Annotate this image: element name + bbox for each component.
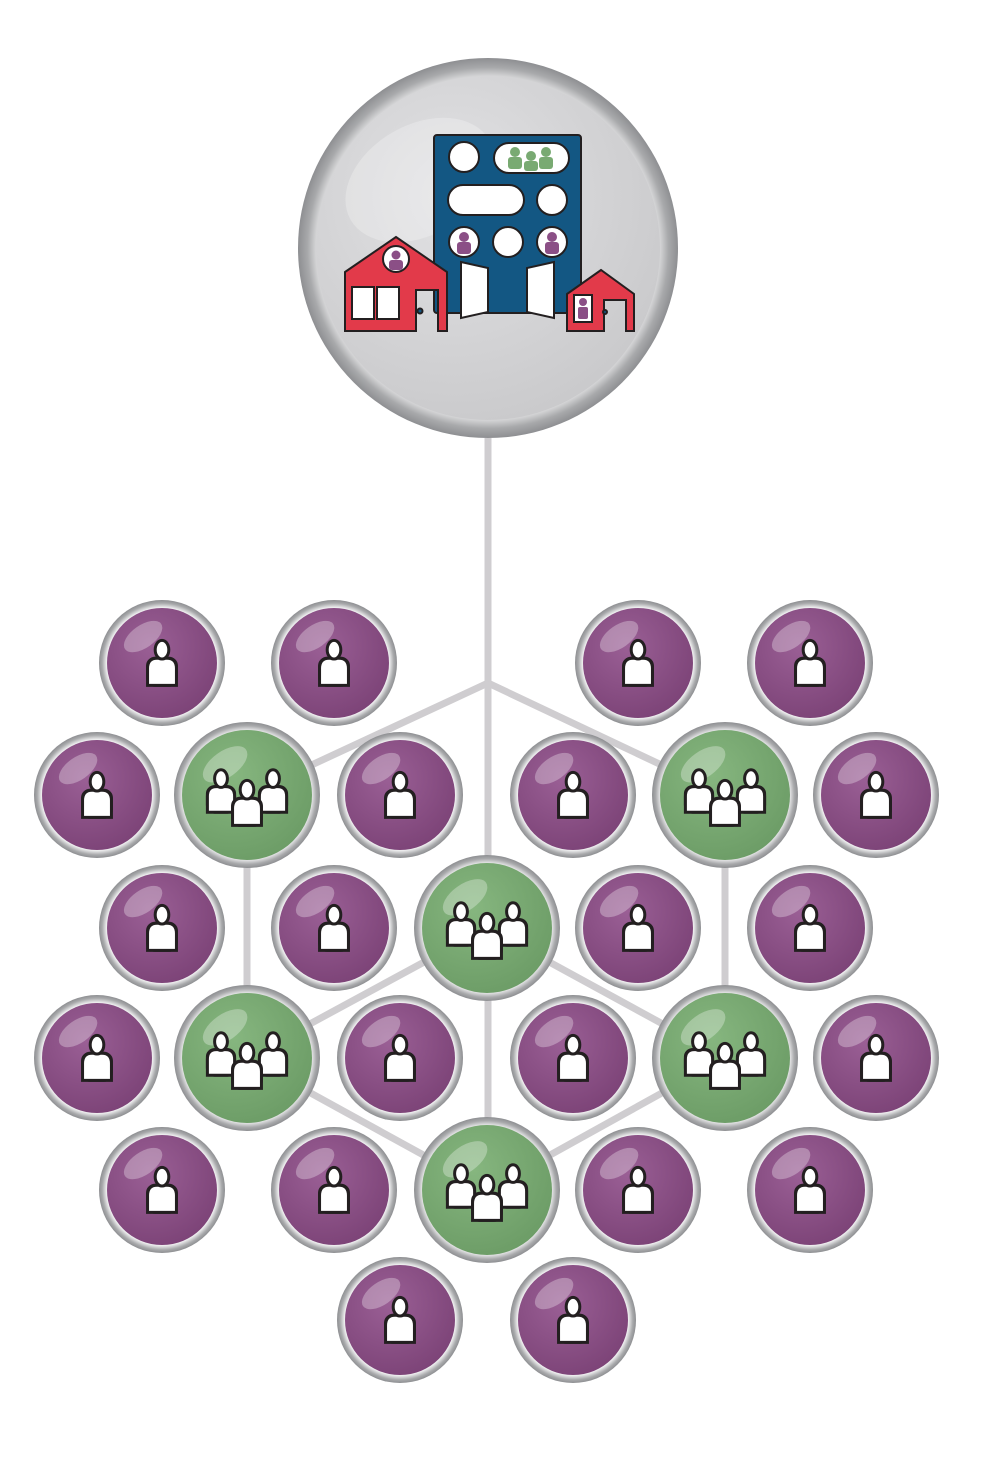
group-people-icon: [683, 768, 767, 827]
buildings-with-people-icon: [344, 134, 635, 332]
group-node: [174, 722, 320, 868]
person-icon: [622, 903, 654, 952]
person-icon: [557, 1033, 589, 1082]
group-people-icon: [445, 901, 529, 960]
group-node: [652, 985, 798, 1131]
group-people-icon: [205, 768, 289, 827]
group-node: [414, 855, 560, 1001]
person-icon: [146, 638, 178, 687]
person-icon: [81, 770, 113, 819]
individual-node: [271, 865, 397, 991]
person-icon: [860, 1033, 892, 1082]
individual-node: [813, 995, 939, 1121]
individual-node: [34, 732, 160, 858]
individual-node: [813, 732, 939, 858]
person-icon: [318, 903, 350, 952]
individual-node: [99, 865, 225, 991]
person-icon: [622, 638, 654, 687]
person-icon: [146, 903, 178, 952]
person-icon: [318, 638, 350, 687]
individual-node: [747, 600, 873, 726]
member-nodes: [34, 600, 939, 1383]
individual-node: [747, 865, 873, 991]
person-icon: [860, 770, 892, 819]
hub-node: [298, 58, 678, 438]
individual-node: [337, 1257, 463, 1383]
person-icon: [794, 1165, 826, 1214]
group-node: [414, 1117, 560, 1263]
person-icon: [794, 903, 826, 952]
individual-node: [34, 995, 160, 1121]
individual-node: [337, 732, 463, 858]
person-icon: [146, 1165, 178, 1214]
person-icon: [384, 1033, 416, 1082]
group-people-icon: [205, 1031, 289, 1090]
person-icon: [557, 1295, 589, 1344]
individual-node: [510, 1257, 636, 1383]
person-icon: [81, 1033, 113, 1082]
individual-node: [337, 995, 463, 1121]
connectors: [243, 438, 729, 1194]
individual-node: [575, 865, 701, 991]
person-icon: [318, 1165, 350, 1214]
individual-node: [510, 732, 636, 858]
individual-node: [575, 1127, 701, 1253]
individual-node: [99, 1127, 225, 1253]
person-icon: [794, 638, 826, 687]
individual-node: [99, 600, 225, 726]
group-node: [174, 985, 320, 1131]
person-icon: [622, 1165, 654, 1214]
person-icon: [384, 770, 416, 819]
group-people-icon: [445, 1163, 529, 1222]
group-people-icon: [683, 1031, 767, 1090]
individual-node: [271, 600, 397, 726]
person-icon: [384, 1295, 416, 1344]
individual-node: [510, 995, 636, 1121]
individual-node: [575, 600, 701, 726]
person-icon: [557, 770, 589, 819]
individual-node: [747, 1127, 873, 1253]
individual-node: [271, 1127, 397, 1253]
group-node: [652, 722, 798, 868]
